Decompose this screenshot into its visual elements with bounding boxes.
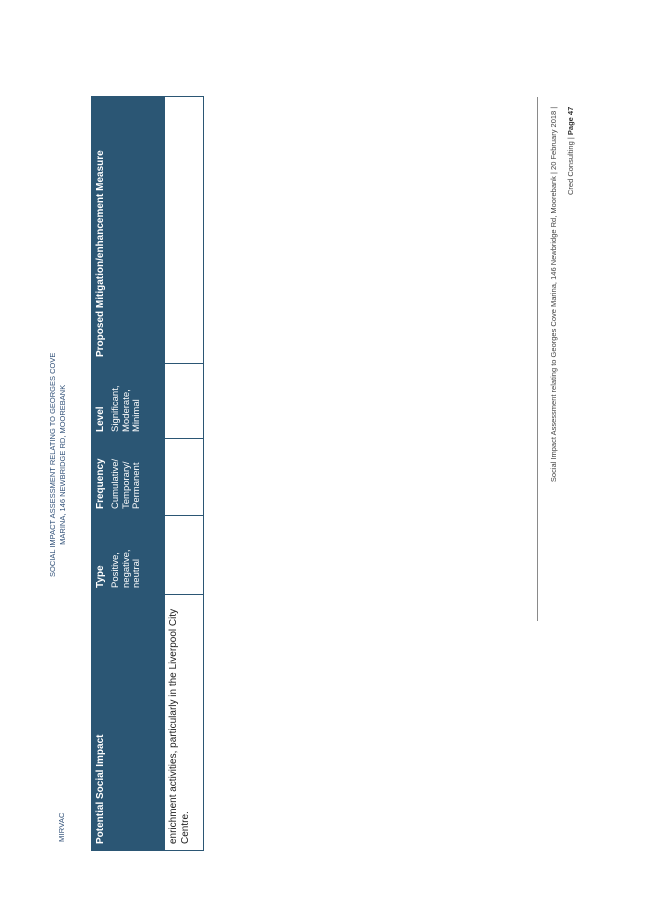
column-title: Proposed Mitigation/enhancement Measure: [95, 150, 106, 357]
cell-type: [164, 515, 204, 595]
page-number: Page 47: [566, 106, 575, 136]
column-header-measure: Proposed Mitigation/enhancement Measure: [91, 96, 165, 364]
column-subtitle: Cumulative/ Temporary/ Permanent: [110, 458, 142, 509]
table-row: enrichment activities, particularly in t…: [164, 96, 204, 851]
column-title: Type: [95, 565, 106, 588]
cell-frequency: [164, 438, 204, 516]
column-title: Potential Social Impact: [95, 734, 106, 844]
document-title-line-2: MARINA, 146 NEWBRIDGE RD, MOOREBANK: [58, 384, 67, 545]
column-title: Level: [95, 406, 106, 432]
footer-divider: [537, 97, 538, 621]
brand-name: MIRVAC: [57, 812, 66, 842]
cell-measure: [164, 96, 204, 364]
impact-table-container: Potential Social Impact Type Positive, n…: [91, 96, 204, 851]
footer-company: Cred Consulting |: [566, 135, 575, 195]
impact-table: Potential Social Impact Type Positive, n…: [91, 96, 204, 851]
footer-page-line: Cred Consulting | Page 47: [565, 107, 576, 549]
cell-impact: enrichment activities, particularly in t…: [164, 594, 204, 851]
table-header-row: Potential Social Impact Type Positive, n…: [91, 96, 165, 851]
cell-level: [164, 363, 204, 439]
column-header-frequency: Frequency Cumulative/ Temporary/ Permane…: [91, 438, 165, 516]
column-title: Frequency: [95, 458, 106, 509]
page-footer: Social Impact Assessment relating to Geo…: [548, 107, 576, 549]
column-header-level: Level Significant, Moderate, Minimal: [91, 363, 165, 439]
column-header-type: Type Positive, negative, neutral: [91, 515, 165, 595]
column-subtitle: Significant, Moderate, Minimal: [110, 385, 142, 432]
footer-citation: Social Impact Assessment relating to Geo…: [549, 106, 558, 483]
document-header: SOCIAL IMPACT ASSESSMENT RELATING TO GEO…: [48, 353, 68, 577]
column-header-impact: Potential Social Impact: [91, 594, 165, 851]
column-subtitle: Positive, negative, neutral: [110, 549, 142, 588]
document-title-line-1: SOCIAL IMPACT ASSESSMENT RELATING TO GEO…: [48, 352, 57, 577]
